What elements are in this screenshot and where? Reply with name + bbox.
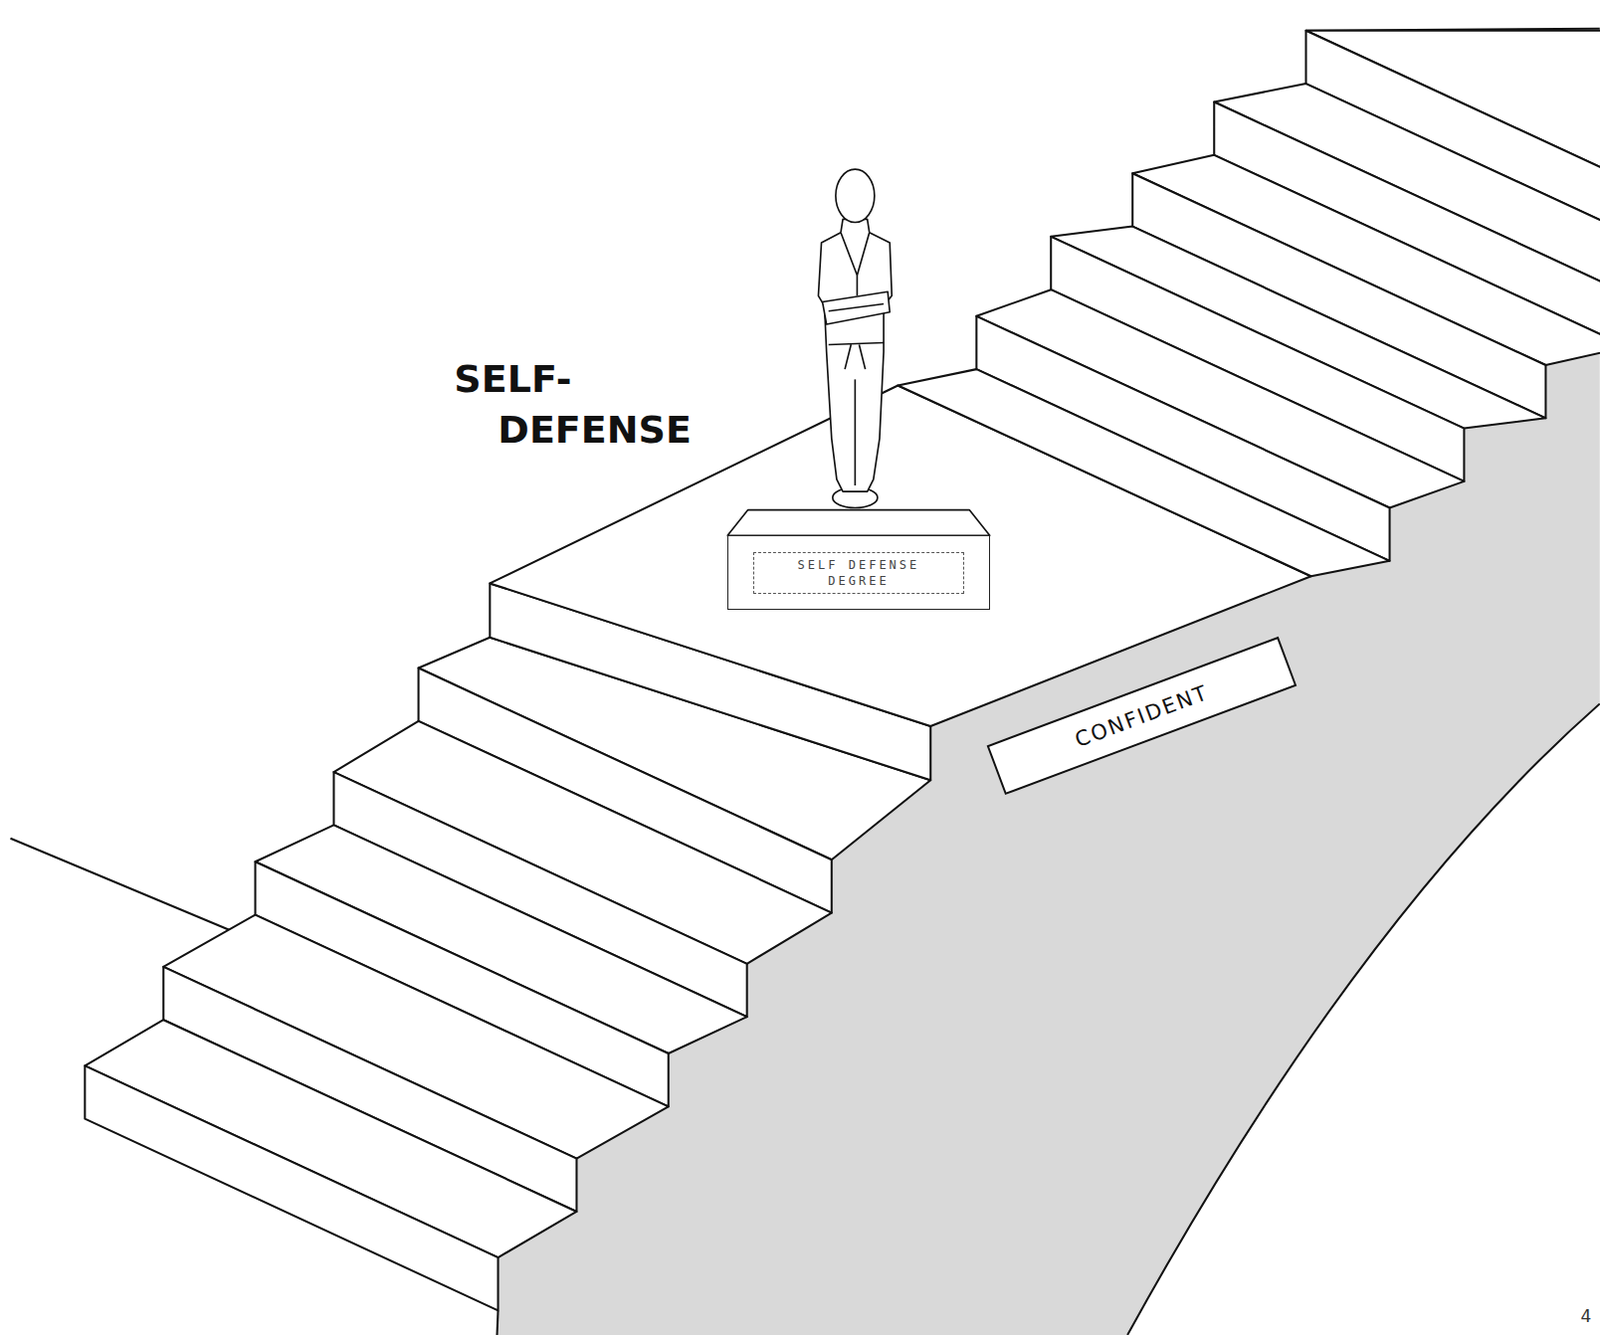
statue-lapels bbox=[840, 232, 870, 297]
statue-legs bbox=[854, 379, 857, 486]
stringer-edge bbox=[497, 1310, 499, 1335]
statue-belt bbox=[828, 342, 884, 370]
stringer-curve bbox=[1127, 703, 1600, 1335]
statue-body bbox=[817, 218, 892, 492]
statue-head bbox=[835, 169, 875, 222]
pedestal-top bbox=[727, 510, 990, 537]
ground-line bbox=[9, 838, 237, 934]
upper-steps bbox=[897, 30, 1600, 577]
heading-label: SELF- DEFENSE bbox=[453, 354, 737, 456]
statue-figure bbox=[727, 169, 990, 536]
node-text: SELF DEFENSE DEGREE bbox=[753, 552, 965, 595]
page-number: 4 bbox=[1581, 1306, 1593, 1327]
step-riser bbox=[84, 1065, 498, 1311]
pedestal-plaque: SELF DEFENSE DEGREE bbox=[727, 535, 991, 610]
statue-arms bbox=[822, 291, 891, 325]
